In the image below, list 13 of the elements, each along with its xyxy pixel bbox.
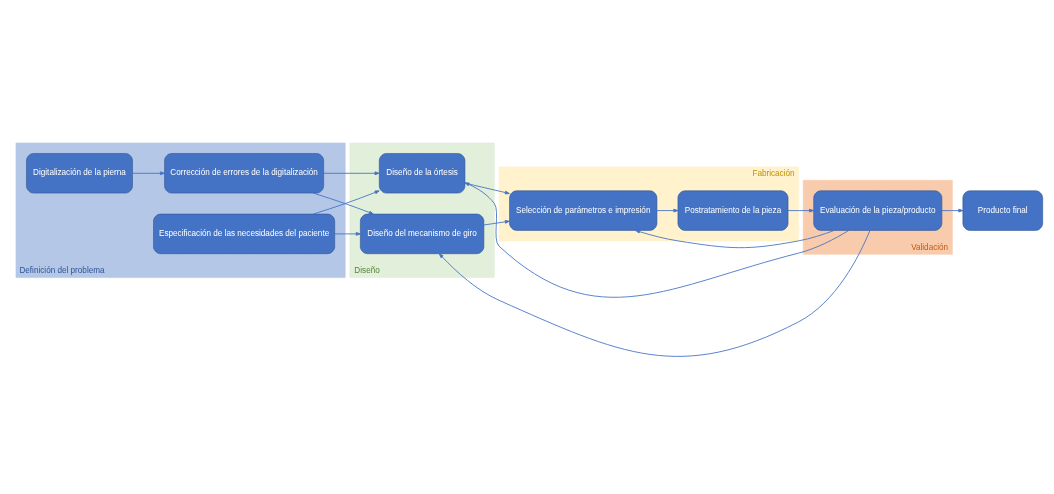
arrow	[787, 208, 814, 212]
arrow	[334, 231, 361, 236]
arrow	[312, 192, 374, 214]
arrow	[656, 208, 679, 212]
arrow	[635, 229, 835, 248]
arrow	[323, 170, 380, 175]
arrow	[132, 170, 165, 175]
arrow	[464, 181, 850, 298]
arrow	[312, 189, 380, 214]
arrow	[483, 219, 510, 225]
arrow	[438, 229, 871, 357]
arrow	[941, 208, 964, 212]
arrow	[464, 182, 510, 194]
